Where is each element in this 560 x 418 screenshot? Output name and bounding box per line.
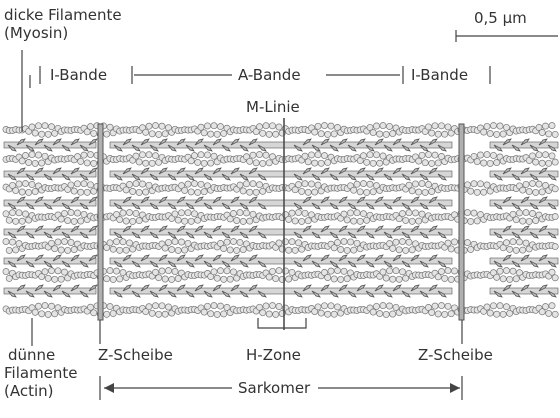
scale-bar-label: 0,5 µm: [472, 9, 529, 27]
actin-filament: [2, 151, 559, 167]
myosin-filament: [3, 254, 559, 268]
thick-filaments-label: dicke Filamente (Myosin): [2, 6, 124, 42]
thin-filaments-label: dünne Filamente (Actin): [2, 346, 80, 400]
sarcomere-arrowhead-right: [450, 383, 460, 393]
actin-filament: [2, 209, 559, 225]
actin-filament: [2, 302, 559, 318]
h-zone-bracket: [257, 318, 307, 329]
h-zone-label: H-Zone: [244, 346, 303, 364]
myosin-filament: [3, 138, 559, 152]
sarcomere-label: Sarkomer: [236, 379, 313, 397]
a-band-label: A-Bande: [236, 66, 303, 84]
z-disc-right-label: Z-Scheibe: [416, 346, 495, 364]
actin-filament: [2, 122, 559, 138]
actin-filament: [2, 238, 559, 254]
actin-filament: [2, 267, 559, 283]
sarcomere-arrowhead-left: [104, 383, 114, 393]
i-band-left-label: I-Bande: [48, 66, 110, 84]
actin-filament: [2, 180, 559, 196]
z-disc-left: [97, 123, 104, 321]
i-band-right-label: I-Bande: [409, 66, 471, 84]
annotation-lines: [21, 30, 558, 400]
z-disc-left-label: Z-Scheibe: [96, 346, 175, 364]
myosin-filament: [3, 225, 559, 239]
myosin-filament: [3, 167, 559, 181]
thick-filaments: [3, 138, 559, 298]
m-line-label: M-Linie: [244, 98, 302, 116]
myosin-filament: [3, 196, 559, 210]
myosin-filament: [3, 284, 559, 298]
z-disc-right: [458, 123, 465, 321]
